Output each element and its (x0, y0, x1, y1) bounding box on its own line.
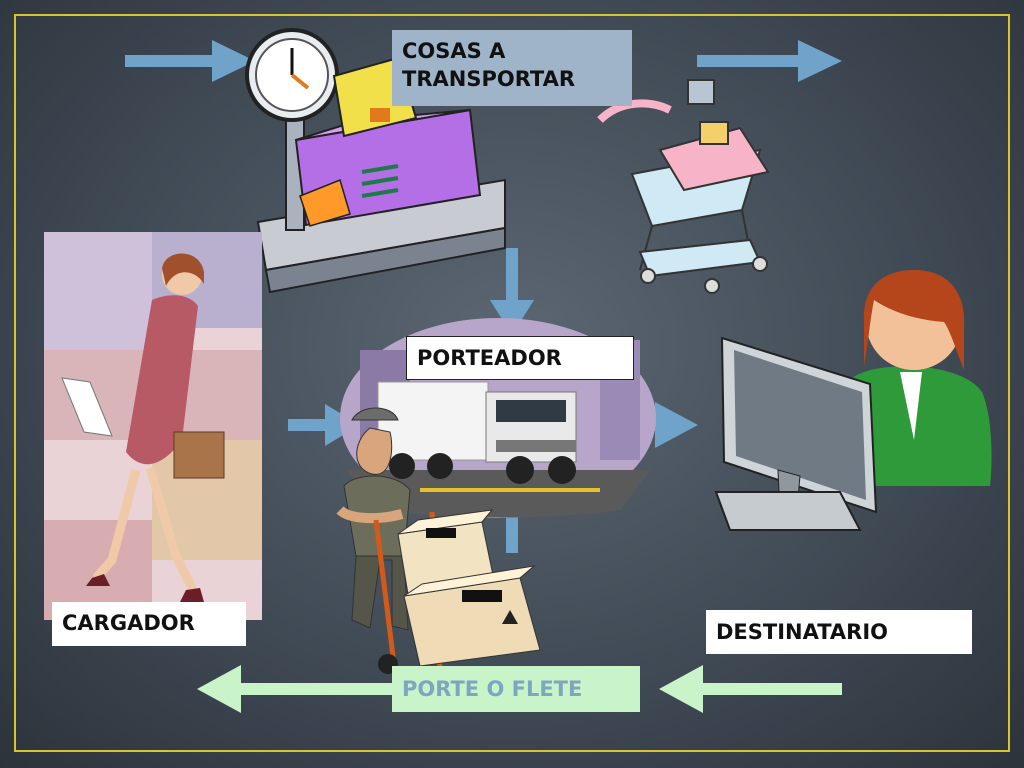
slide-frame (14, 14, 1010, 752)
delivery-man-with-boxes-icon (336, 407, 541, 681)
arrow-from-destinatario (659, 665, 842, 713)
arrow-back-to-cargador (197, 665, 392, 713)
label-cosas-a-transportar: COSAS A TRANSPORTAR (392, 30, 632, 106)
arrow-out-to-cart (697, 40, 842, 82)
shopping-cart-icon (597, 79, 770, 294)
arrow-down-to-porteador (490, 248, 534, 335)
woman-with-briefcase-icon (44, 232, 262, 620)
label-cargador: CARGADOR (52, 602, 246, 646)
label-porte-o-flete: PORTE O FLETE (392, 666, 640, 712)
label-porteador: PORTEADOR (406, 336, 634, 380)
person-at-computer-icon (714, 270, 992, 531)
label-destinatario: DESTINATARIO (706, 610, 972, 654)
arrow-into-scale (125, 40, 255, 82)
scale-with-packages-icon (245, 28, 506, 294)
